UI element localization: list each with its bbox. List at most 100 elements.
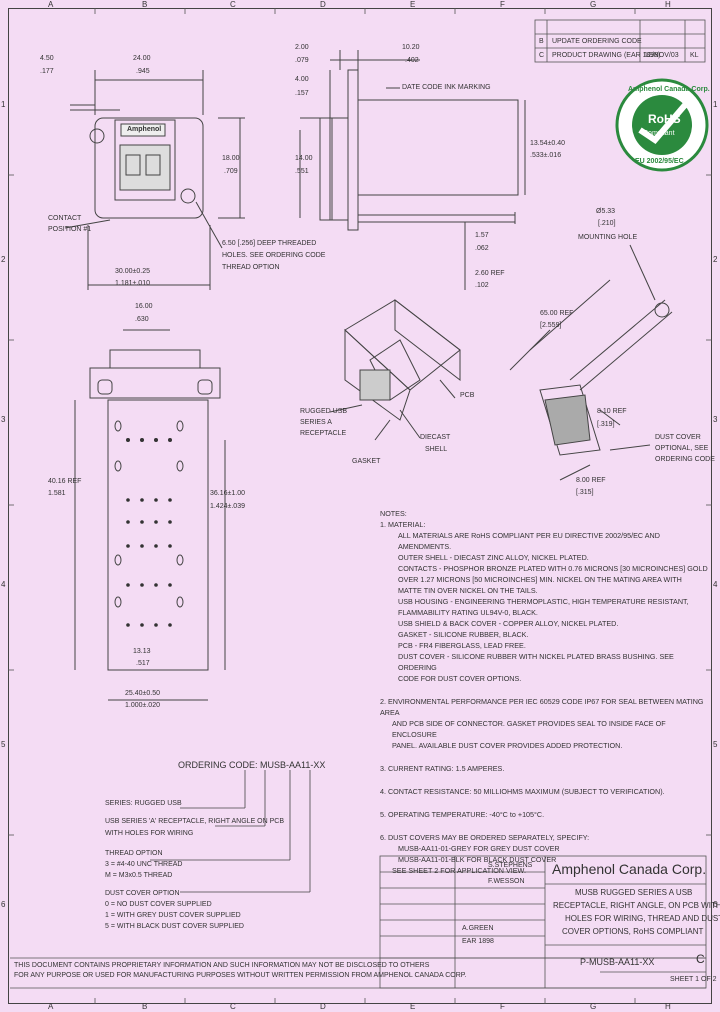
rev-row1-rev: B [539,38,544,45]
dim-315: [.315] [576,489,594,496]
mounting-hole-label: MOUNTING HOLE [578,234,638,241]
date-code-label: DATE CODE INK MARKING [402,84,491,91]
rohs-eu-text: EU 2002/95/EC [635,158,684,165]
zone-letter-d-bottom: D [320,1002,326,1011]
note-1b: OUTER SHELL - DIECAST ZINC ALLOY, NICKEL… [398,553,589,562]
dim-1-57: 1.57 [475,232,489,239]
dim-18-00: 18.00 [222,155,240,162]
rev-row2-by: KL [690,52,699,59]
rev-row2-desc: PRODUCT DRAWING (EAR 1898) [552,52,661,59]
note-2c: PANEL. AVAILABLE DUST COVER PROVIDES ADD… [392,741,623,750]
note-1h: DUST COVER - SILICONE RUBBER WITH NICKEL… [398,652,674,672]
dim-4-00: 4.00 [295,76,309,83]
dim-10-20: 10.20 [402,44,420,51]
dim-2-559: [2.559] [540,322,562,329]
disclaimer-line-2: FOR ANY PURPOSE OR USED FOR MANUFACTURIN… [14,972,467,979]
zone-number-5-right: 5 [713,740,718,749]
note-1d: USB HOUSING - ENGINEERING THERMOPLASTIC,… [398,597,689,606]
ordering-thread-2: M = M3x0.5 THREAD [105,872,173,879]
zone-number-4: 4 [1,580,6,589]
diecast-label-1: DIECAST [420,434,451,441]
zone-number-2: 2 [1,255,6,264]
ordering-series: SERIES: RUGGED USB [105,800,182,807]
ordering-dust-5: 5 = WITH BLACK DUST COVER SUPPLIED [105,923,244,930]
zone-letter-h-bottom: H [665,1002,671,1011]
zone-letter-f-bottom: F [500,1002,505,1011]
dim-14-00: 14.00 [295,155,313,162]
dim-079: .079 [295,57,309,64]
dim-551: .551 [295,168,309,175]
dim-630: .630 [135,316,149,323]
thread-hole-label-1: 6.50 [.256] DEEP THREADED [222,240,317,247]
dust-cover-label-2: OPTIONAL, SEE [655,445,709,452]
note-1h2: CODE FOR DUST COVER OPTIONS. [398,674,522,683]
ordering-usb-1: USB SERIES 'A' RECEPTACLE, RIGHT ANGLE O… [105,818,285,825]
note-1: 1. MATERIAL: [380,520,426,529]
rohs-ring-text: Amphenol Canada Corp. [628,86,710,93]
rev-row2-rev: C [539,52,545,59]
rohs-logo-text: RoHS [648,112,681,126]
ordering-usb-2: WITH HOLES FOR WIRING [105,830,194,837]
approved-by: A.GREEN [462,925,494,932]
zone-number-5: 5 [1,740,6,749]
note-6a: MUSB-AA11-01-GREY FOR GREY DUST COVER [398,844,560,853]
zone-letter-a-bottom: A [48,1002,54,1011]
zone-letter-f: F [500,0,505,9]
note-2b: AND PCB SIDE OF CONNECTOR. GASKET PROVID… [392,719,666,739]
contact-position-label-2: POSITION #1 [48,226,92,233]
pcb-label: PCB [460,392,475,399]
rev-row2-date: 12/NOV/03 [644,52,679,59]
zone-letter-c: C [230,0,236,9]
zone-letter-b: B [142,0,148,9]
dim-2-00: 2.00 [295,44,309,51]
sheet-number: SHEET 1 OF 2 [670,976,717,983]
zone-number-4-right: 4 [713,580,718,589]
dim-13-13: 13.13 [133,648,151,655]
note-1c: CONTACTS - PHOSPHOR BRONZE PLATED WITH 0… [398,564,708,573]
dim-8-00: 8.00 REF [576,477,606,484]
dim-1-581: 1.581 [48,490,66,497]
thread-hole-label-3: THREAD OPTION [222,264,280,271]
ear-number: EAR 1898 [462,938,494,945]
note-1f: GASKET - SILICONE RUBBER, BLACK. [398,630,529,639]
zone-number-2-right: 2 [713,255,718,264]
dim-4-50: 4.50 [40,55,54,62]
dim-24-00: 24.00 [133,55,151,62]
dim-13-54: 13.54±0.40 [530,140,565,147]
title-desc-2: RECEPTACLE, RIGHT ANGLE, ON PCB WITH [553,901,720,910]
rugged-usb-label-2: SERIES A [300,419,332,426]
dim-8-10: 8.10 REF [597,408,627,415]
dust-cover-label-3: ORDERING CODE [655,456,715,463]
dim-517: .517 [136,660,150,667]
ordering-dust-0: 0 = NO DUST COVER SUPPLIED [105,901,212,908]
dim-30-00: 30.00±0.25 [115,268,150,275]
zone-letter-d: D [320,0,326,9]
title-desc-3: HOLES FOR WIRING, THREAD AND DUST [565,914,720,923]
dim-533: .533±.016 [530,152,562,159]
gasket-label: GASKET [352,458,381,465]
zone-letter-e-bottom: E [410,1002,416,1011]
ordering-code-title: ORDERING CODE: MUSB-AA11-XX [178,760,326,770]
diecast-label-2: SHELL [425,446,448,453]
revision-letter: C [696,952,705,966]
dim-945: .945 [136,68,150,75]
dim-709: .709 [224,168,238,175]
note-5: 5. OPERATING TEMPERATURE: -40°C to +105°… [380,810,545,819]
mounting-hole-dia-in: [.210] [598,220,616,227]
dim-65-00: 65.00 REF [540,310,574,317]
zone-letter-b-bottom: B [142,1002,148,1011]
drawn-by: S.STEPHENS [488,862,533,869]
notes-heading: NOTES: [380,509,407,518]
zone-number-1-right: 1 [713,100,718,109]
ordering-dust-1: 1 = WITH GREY DUST COVER SUPPLIED [105,912,241,919]
zone-letter-c-bottom: C [230,1002,236,1011]
notes-section: NOTES: 1. MATERIAL: ALL MATERIALS ARE Ro… [380,508,710,876]
dim-062: .062 [475,245,489,252]
zone-letter-h: H [665,0,671,9]
note-2: 2. ENVIRONMENTAL PERFORMANCE PER IEC 605… [380,697,704,717]
dim-402: .402 [405,57,419,64]
note-1c2: OVER 1.27 MICRONS [50 MICROINCHES] MIN. … [398,575,682,584]
disclaimer-line-1: THIS DOCUMENT CONTAINS PROPRIETARY INFOR… [14,962,430,969]
dust-cover-label-1: DUST COVER [655,434,701,441]
